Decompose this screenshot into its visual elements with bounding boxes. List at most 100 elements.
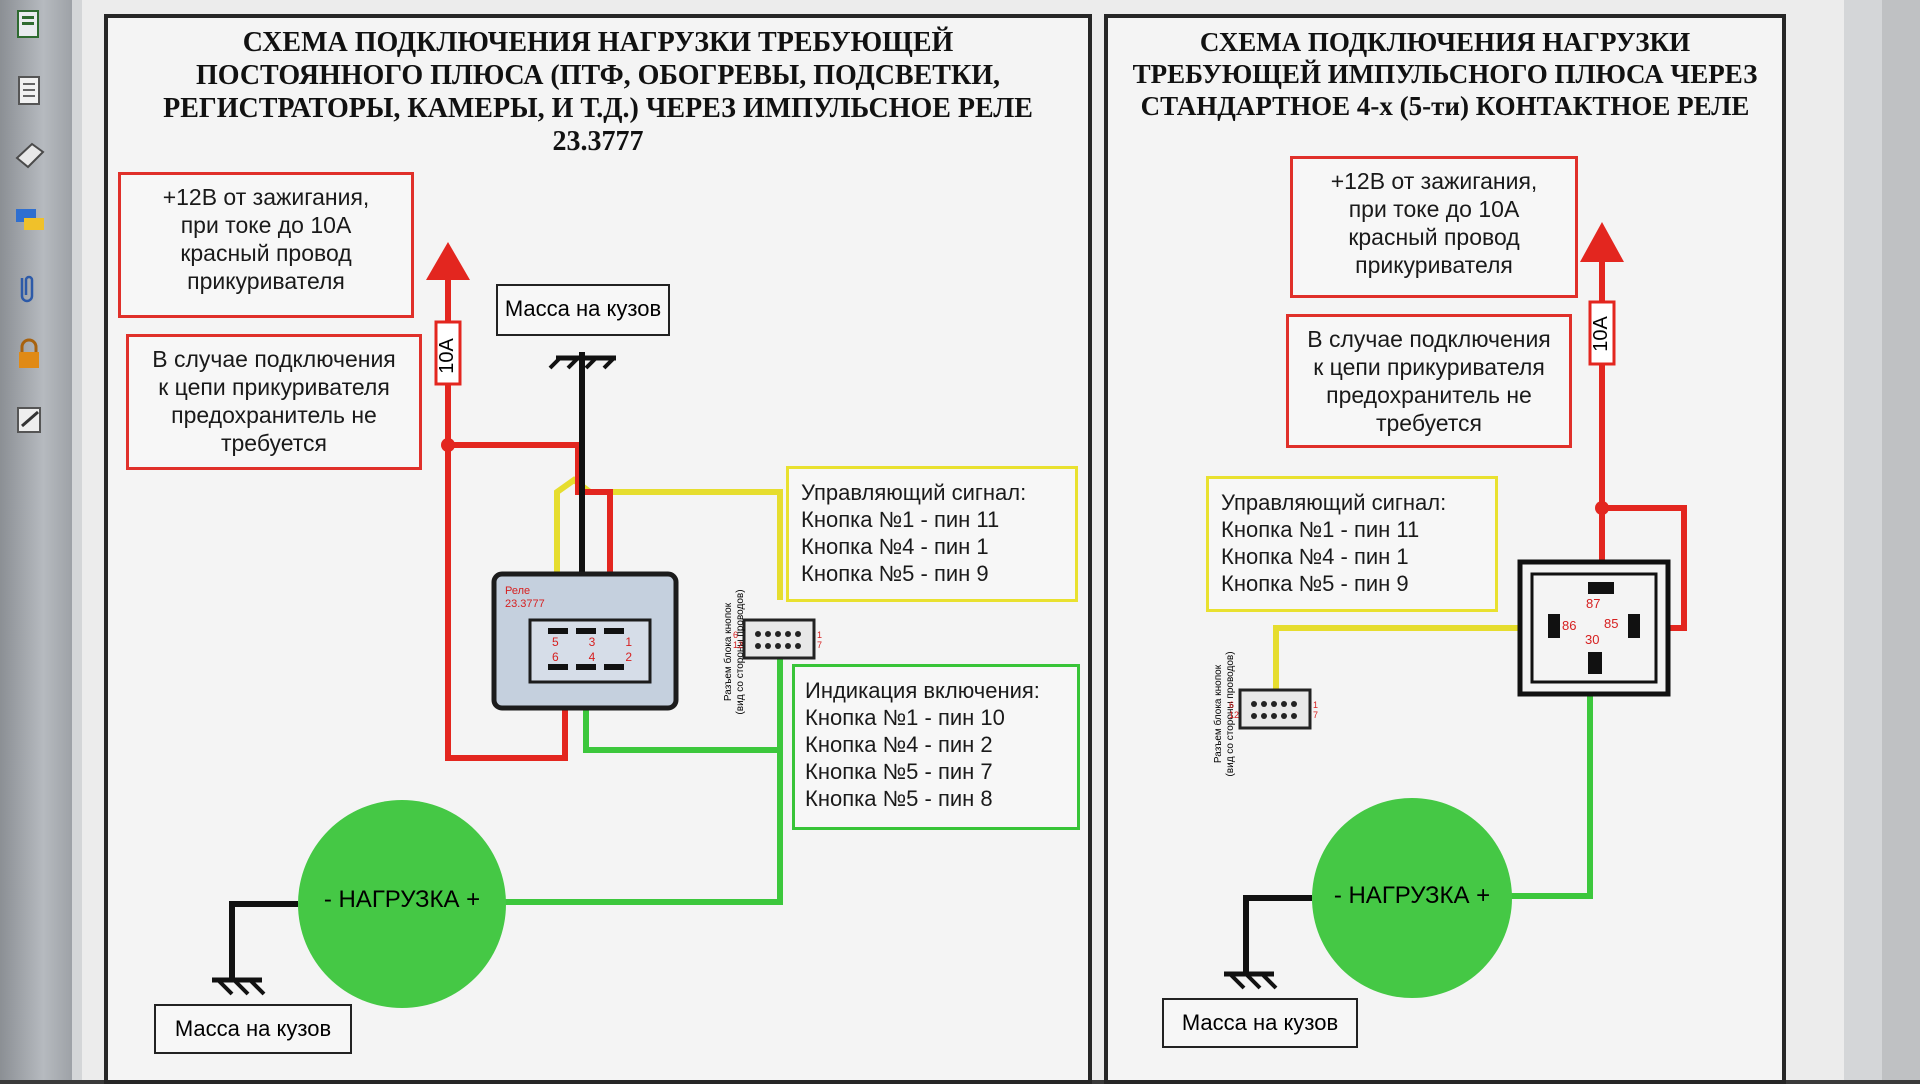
pin-label: 1	[1313, 700, 1319, 710]
pin-label: 3	[588, 635, 596, 649]
title-line: 23.3777	[552, 126, 644, 157]
text-line: Кнопка №1 - пин 11	[801, 507, 1000, 532]
relay-pin-85: 85	[1604, 616, 1619, 631]
relay-pin1-wire	[448, 442, 613, 612]
indication-box: Индикация включения: Кнопка №1 - пин 10 …	[792, 664, 1080, 830]
connector-pins-right: 1 7	[1313, 700, 1318, 720]
load-icon	[298, 800, 506, 1008]
text-line: предохранитель не	[171, 402, 377, 428]
control-signal-box: Управляющий сигнал: Кнопка №1 - пин 11 К…	[1206, 476, 1498, 612]
fuse-note-box: В случае подключения к цепи прикуривател…	[126, 334, 422, 470]
connector-pins-left: 6 12	[733, 630, 743, 650]
text-line: Кнопка №5 - пин 9	[801, 561, 989, 586]
attachment-icon[interactable]	[14, 272, 52, 310]
load-label: - НАГРУЗКА +	[323, 886, 481, 913]
bookmark-icon[interactable]	[14, 140, 52, 178]
text-line: красный провод	[1348, 224, 1520, 250]
power-source-box: +12В от зажигания, при токе до 10А красн…	[118, 172, 414, 318]
fuse-note-box: В случае подключения к цепи прикуривател…	[1286, 314, 1572, 448]
pin-label: 1	[625, 635, 632, 649]
control-signal-wire	[1273, 625, 1554, 690]
text-line: к цепи прикуривателя	[158, 374, 390, 400]
text-line: В случае подключения	[152, 346, 396, 372]
power-arrow	[1580, 222, 1624, 262]
pin-label: 7	[1313, 710, 1319, 720]
text-line: требуется	[220, 430, 328, 456]
text-line: +12В от зажигания,	[1330, 168, 1538, 194]
text-line: Управляющий сигнал:	[1221, 490, 1447, 515]
page-gutter	[1882, 0, 1920, 1080]
text-line: Управляющий сигнал:	[801, 480, 1027, 505]
load-power-wire	[1510, 665, 1594, 899]
ground-bottom-label: Масса на кузов	[154, 1004, 352, 1054]
signature-icon[interactable]	[14, 404, 52, 442]
fuse-icon	[1588, 300, 1616, 366]
comments-icon[interactable]	[14, 206, 52, 244]
text-line: Кнопка №5 - пин 7	[805, 759, 993, 784]
right-diagram-title: СХЕМА ПОДКЛЮЧЕНИЯ НАГРУЗКИ ТРЕБУЮЩЕЙ ИМП…	[1108, 26, 1782, 122]
text-line: Кнопка №4 - пин 1	[1221, 544, 1409, 569]
title-line: СТАНДАРТНОЕ 4-х (5-ти) КОНТАКТНОЕ РЕЛЕ	[1140, 91, 1750, 121]
text-line: Реле	[505, 585, 531, 597]
pin-label: 12	[733, 640, 744, 650]
power-arrow	[426, 242, 470, 280]
relay-pin-30: 30	[1585, 632, 1600, 647]
pin-label: 6	[552, 650, 559, 664]
relay-label: Реле 23.3777	[505, 585, 545, 611]
pin-label: 2	[625, 650, 632, 664]
relay-pin-86: 86	[1562, 618, 1577, 633]
title-line: ПОСТОЯННОГО ПЛЮСА (ПТФ, ОБОГРЕВЫ, ПОДСВЕ…	[195, 60, 1001, 91]
standard-relay-icon	[1517, 559, 1671, 697]
pin-label: 1	[817, 630, 823, 640]
text-line: Кнопка №5 - пин 8	[805, 786, 993, 811]
button-block-connector-icon	[1238, 688, 1312, 730]
load-icon	[1312, 798, 1512, 998]
ground-bottom-label: Масса на кузов	[1162, 998, 1358, 1048]
title-line: ТРЕБУЮЩЕЙ ИМПУЛЬСНОГО ПЛЮСА ЧЕРЕЗ	[1132, 59, 1758, 89]
text-line: +12В от зажигания,	[162, 184, 370, 210]
fuse-label: 10А	[1590, 316, 1612, 352]
title-line: СХЕМА ПОДКЛЮЧЕНИЯ НАГРУЗКИ ТРЕБУЮЩЕЙ	[242, 27, 954, 58]
text-line: при токе до 10А	[1348, 196, 1520, 222]
text-line: Кнопка №1 - пин 11	[1221, 517, 1420, 542]
lock-icon[interactable]	[14, 338, 52, 376]
pages-icon[interactable]	[14, 8, 52, 46]
power-wire	[445, 280, 568, 761]
ground-top-label: Масса на кузов	[496, 284, 670, 336]
power-source-box: +12В от зажигания, при токе до 10А красн…	[1290, 156, 1578, 298]
title-line: РЕГИСТРАТОРЫ, КАМЕРЫ, И Т.Д.) ЧЕРЕЗ ИМПУ…	[163, 93, 1033, 124]
wire-junction	[1595, 501, 1609, 515]
text-line: требуется	[1375, 410, 1483, 436]
text-line: Кнопка №5 - пин 9	[1221, 571, 1409, 596]
connector-pins-left: 6 12	[1229, 700, 1239, 720]
text-line: Кнопка №4 - пин 1	[801, 534, 989, 559]
pin-label: 4	[588, 650, 596, 664]
control-signal-box: Управляющий сигнал: Кнопка №1 - пин 11 К…	[786, 466, 1078, 602]
relay-pins-top: 5 3 1	[552, 635, 632, 649]
text-line: предохранитель не	[1326, 382, 1532, 408]
pin-label: 7	[817, 640, 823, 650]
text-line: 23.3777	[505, 598, 545, 610]
pin-label: 5	[552, 635, 559, 649]
text-line: Кнопка №1 - пин 10	[805, 705, 1005, 730]
connector-pins-right: 1 7	[817, 630, 822, 650]
text-line: к цепи прикуривателя	[1313, 354, 1545, 380]
relay-pin-87: 87	[1586, 596, 1601, 611]
pin-label: 6	[1229, 700, 1235, 710]
left-diagram-title: СХЕМА ПОДКЛЮЧЕНИЯ НАГРУЗКИ ТРЕБУЮЩЕЙ ПОС…	[108, 26, 1088, 158]
text-line: Кнопка №4 - пин 2	[805, 732, 993, 757]
wire-junction	[441, 438, 455, 452]
pin-label: 6	[733, 630, 739, 640]
text-line: при токе до 10А	[180, 212, 352, 238]
document-icon[interactable]	[14, 74, 52, 112]
text-line: Разъем блока кнопок	[1213, 664, 1224, 764]
text-line: В случае подключения	[1307, 326, 1551, 352]
pin-label: 12	[1229, 710, 1240, 720]
text-line: красный провод	[180, 240, 352, 266]
text-line: Индикация включения:	[805, 678, 1040, 703]
fuse-icon	[434, 320, 462, 386]
text-line: прикуривателя	[1355, 252, 1513, 278]
load-label: - НАГРУЗКА +	[1333, 882, 1491, 909]
